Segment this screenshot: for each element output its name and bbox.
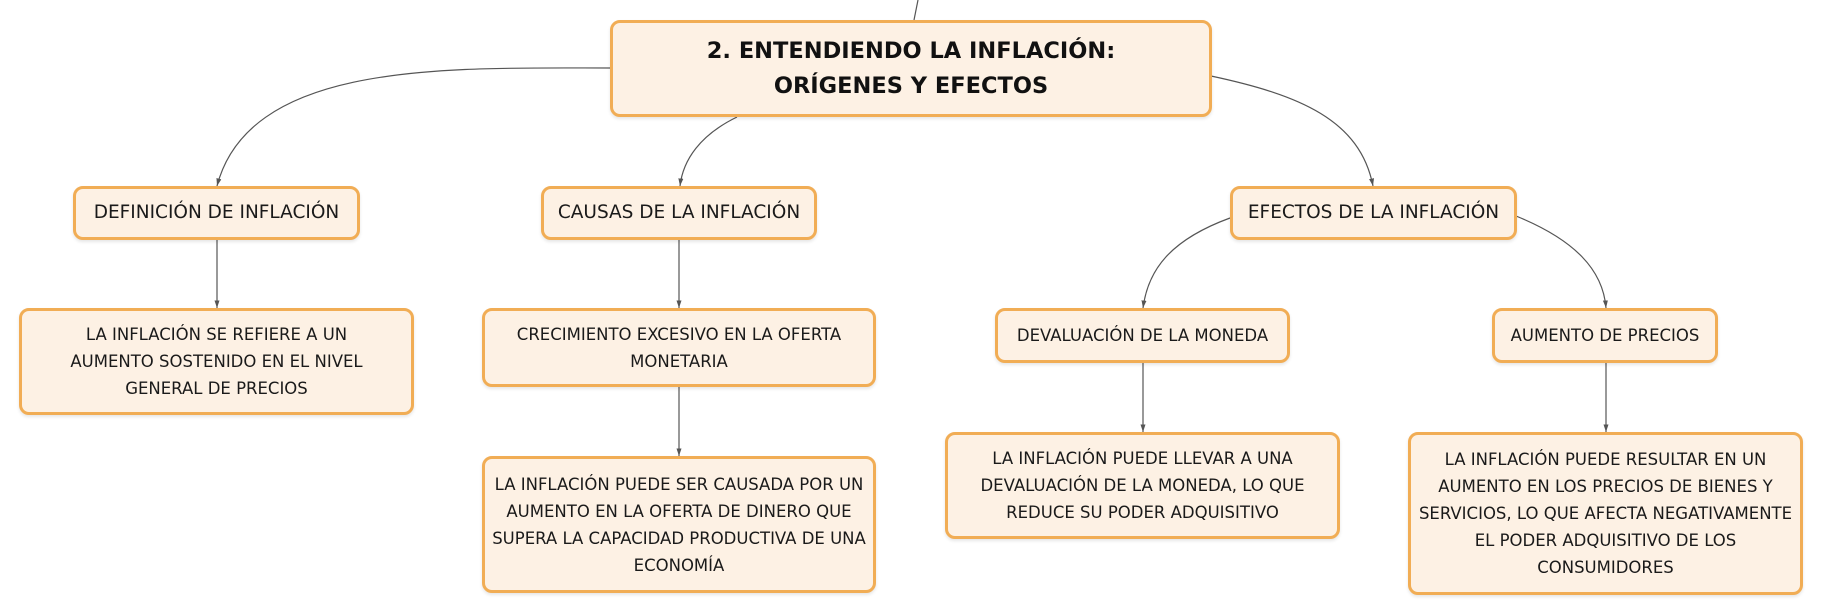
root-topic-text: 2. ENTENDIENDO LA INFLACIÓN: ORÍGENES Y … xyxy=(706,37,1116,99)
subtopic-aumento-precios-text: AUMENTO DE PRECIOS xyxy=(1510,325,1700,345)
detail-causas[interactable]: LA INFLACIÓN PUEDE SER CAUSADA POR UN AU… xyxy=(482,456,876,593)
detail-definicion[interactable]: LA INFLACIÓN SE REFIERE A UN AUMENTO SOS… xyxy=(19,308,414,415)
detail-aumento-precios-text: LA INFLACIÓN PUEDE RESULTAR EN UN AUMENT… xyxy=(1418,450,1793,577)
detail-devaluacion-text: LA INFLACIÓN PUEDE LLEVAR A UNA DEVALUAC… xyxy=(980,449,1305,522)
topic-causas-inflacion-text: CAUSAS DE LA INFLACIÓN xyxy=(557,202,801,223)
edge-efectos-precios xyxy=(1515,215,1608,309)
detail-aumento-precios[interactable]: LA INFLACIÓN PUEDE RESULTAR EN UN AUMENT… xyxy=(1408,432,1803,595)
subtopic-aumento-precios[interactable]: AUMENTO DE PRECIOS xyxy=(1492,308,1718,363)
subtopic-devaluacion-moneda[interactable]: DEVALUACIÓN DE LA MONEDA xyxy=(995,308,1290,363)
topic-efectos-inflacion-text: EFECTOS DE LA INFLACIÓN xyxy=(1247,202,1500,223)
topic-definicion-inflacion-text: DEFINICIÓN DE INFLACIÓN xyxy=(93,202,340,223)
detail-definicion-text: LA INFLACIÓN SE REFIERE A UN AUMENTO SOS… xyxy=(70,325,363,398)
topic-definicion-inflacion[interactable]: DEFINICIÓN DE INFLACIÓN xyxy=(73,186,360,240)
subtopic-devaluacion-moneda-text: DEVALUACIÓN DE LA MONEDA xyxy=(1016,325,1269,345)
subtopic-oferta-monetaria-text: CRECIMIENTO EXCESIVO EN LA OFERTA MONETA… xyxy=(516,324,842,371)
edge-efectos-devaluacion xyxy=(1141,217,1231,309)
edge-root-efectos xyxy=(1210,75,1375,187)
edge-root-definicion xyxy=(216,67,611,187)
edge-parent-root xyxy=(913,0,919,21)
topic-causas-inflacion[interactable]: CAUSAS DE LA INFLACIÓN xyxy=(541,186,817,240)
detail-causas-text: LA INFLACIÓN PUEDE SER CAUSADA POR UN AU… xyxy=(492,474,866,575)
root-topic[interactable]: 2. ENTENDIENDO LA INFLACIÓN: ORÍGENES Y … xyxy=(610,20,1212,117)
subtopic-oferta-monetaria[interactable]: CRECIMIENTO EXCESIVO EN LA OFERTA MONETA… xyxy=(482,308,876,387)
detail-devaluacion[interactable]: LA INFLACIÓN PUEDE LLEVAR A UNA DEVALUAC… xyxy=(945,432,1340,539)
edge-root-causas xyxy=(678,116,738,187)
topic-efectos-inflacion[interactable]: EFECTOS DE LA INFLACIÓN xyxy=(1230,186,1517,240)
